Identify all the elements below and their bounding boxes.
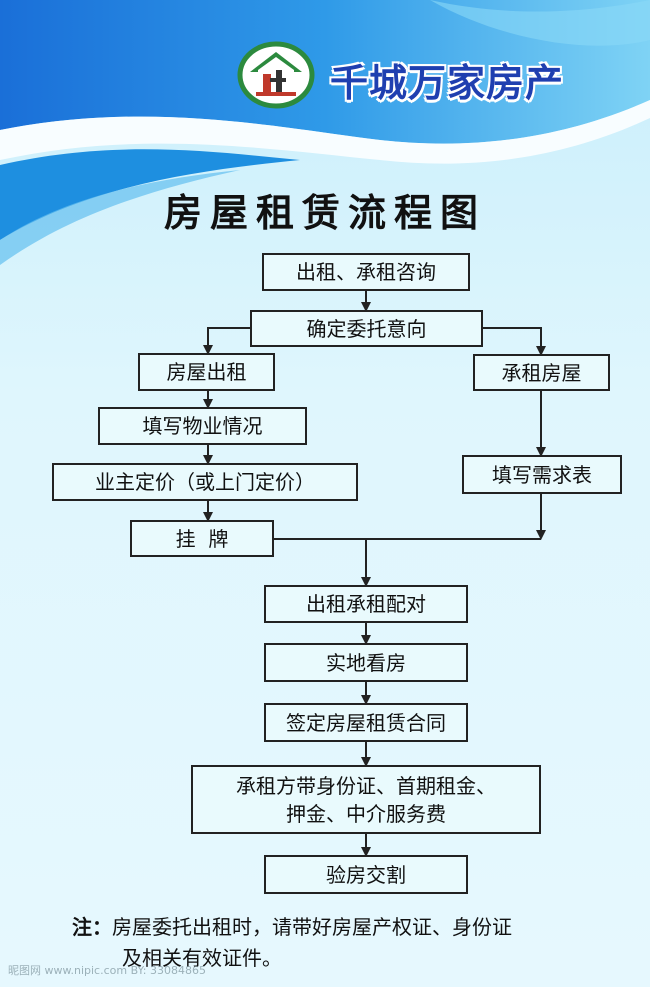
node-tenant-rent: 承租房屋 — [473, 354, 610, 391]
arrow-confirm-tenant-rent — [482, 327, 546, 356]
node-confirm: 确定委托意向 — [250, 310, 483, 347]
node-fill-demand: 填写需求表 — [462, 455, 622, 494]
footnote-text1: 房屋委托出租时，请带好房屋产权证、身份证 — [112, 915, 512, 939]
footnote: 注：房屋委托出租时，请带好房屋产权证、身份证 及相关有效证件。 — [72, 912, 632, 974]
node-payment-line2: 押金、中介服务费 — [286, 801, 446, 826]
node-match: 出租承租配对 — [264, 585, 468, 623]
node-house-rent: 房屋出租 — [138, 353, 275, 391]
footnote-text2: 及相关有效证件。 — [122, 946, 282, 970]
node-listing: 挂 牌 — [130, 520, 274, 557]
node-pricing: 业主定价（或上门定价） — [52, 463, 358, 501]
brand-name: 千城万家房产 — [330, 61, 565, 105]
house-logo-icon — [237, 41, 315, 109]
watermark: 昵图网 www.nipic.com BY: 33084865 — [8, 964, 206, 977]
footnote-label: 注： — [72, 915, 112, 939]
footnote-line1: 注：房屋委托出租时，请带好房屋产权证、身份证 — [72, 912, 632, 943]
node-payment-line1: 承租方带身份证、首期租金、 — [236, 773, 496, 798]
page-title: 房屋租赁流程图 — [163, 191, 486, 235]
node-sign: 签定房屋租赁合同 — [264, 703, 468, 742]
node-inspect: 实地看房 — [264, 643, 468, 682]
node-handover: 验房交割 — [264, 855, 468, 894]
arrow-confirm-house-rent — [203, 327, 250, 355]
node-fill-property: 填写物业情况 — [98, 407, 307, 445]
node-payment: 承租方带身份证、首期租金、 押金、中介服务费 — [191, 765, 541, 834]
node-consult: 出租、承租咨询 — [262, 253, 470, 291]
